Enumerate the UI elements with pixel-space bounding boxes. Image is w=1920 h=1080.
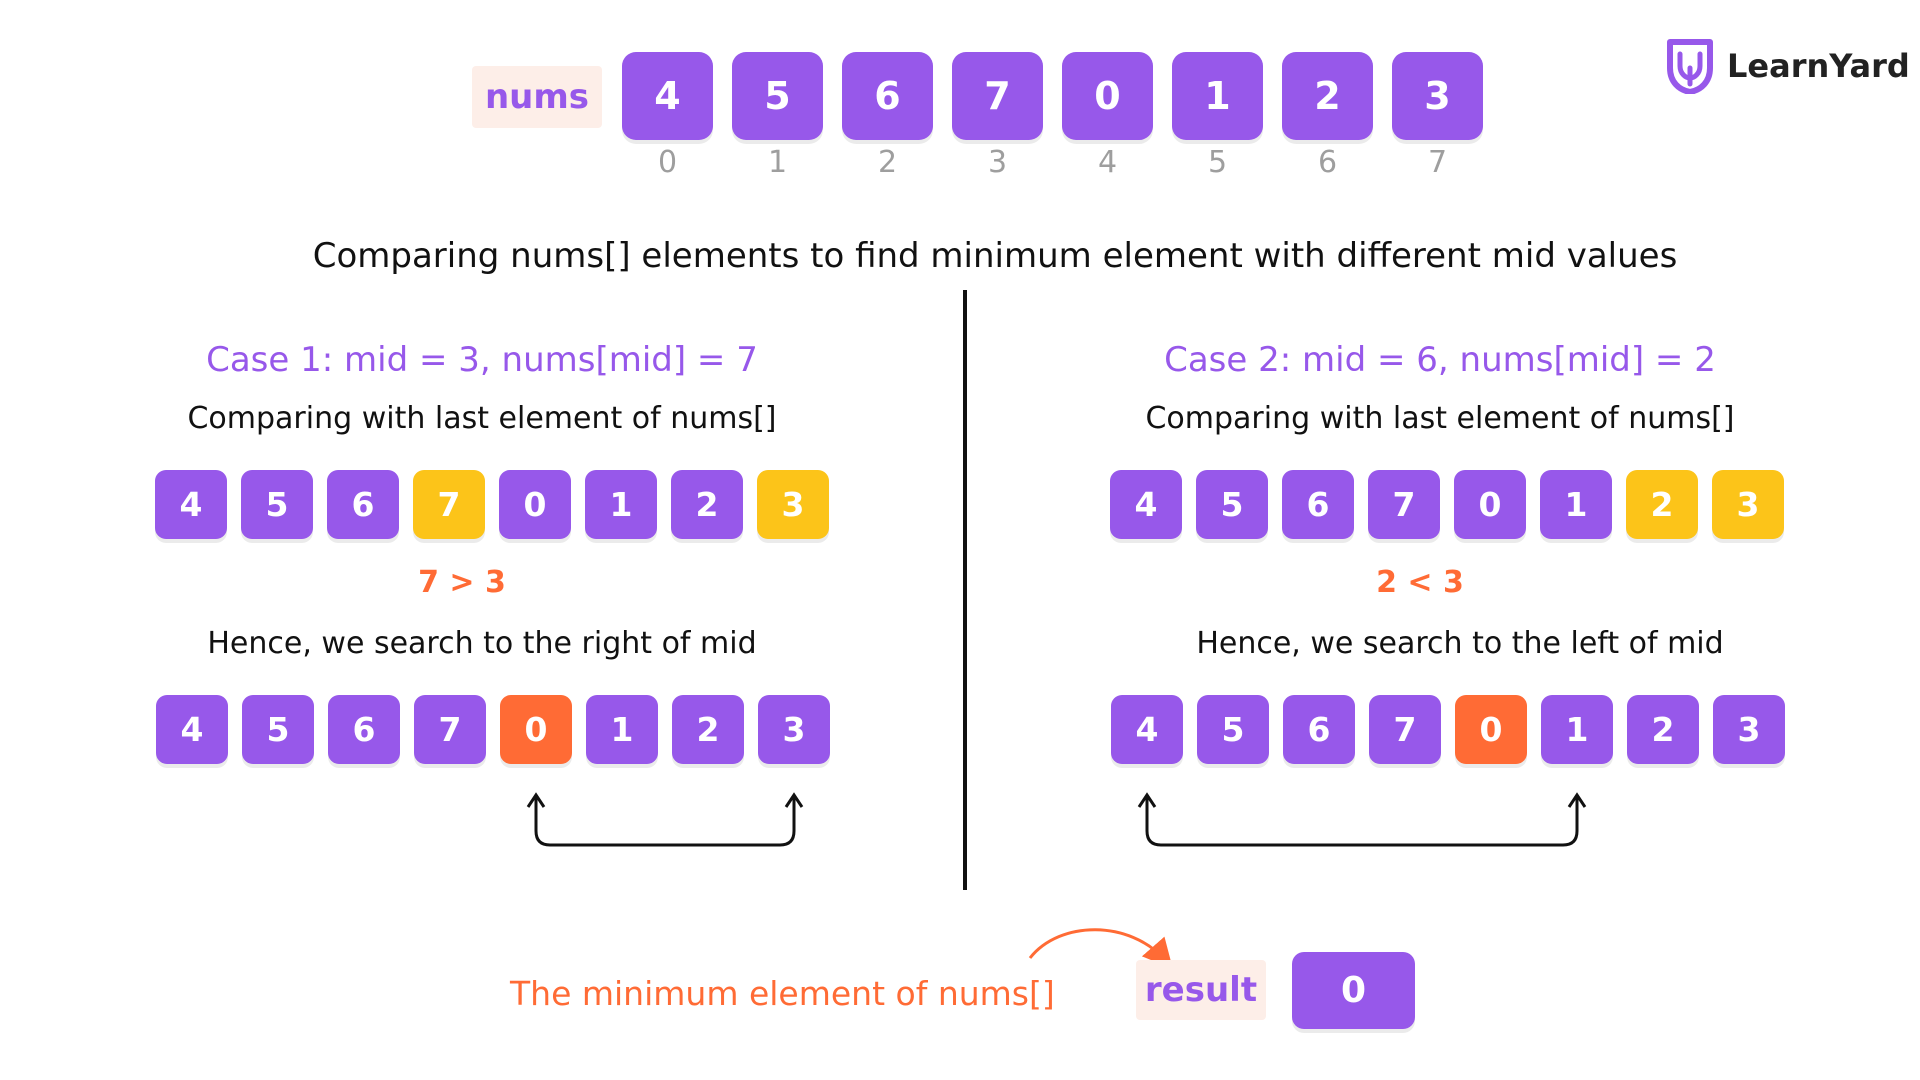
nums-cell: 3 [1392, 52, 1483, 140]
case2-search-cell: 1 [1541, 695, 1613, 764]
case2-compare-cell: 7 [1368, 470, 1440, 539]
case2-search-cell: 0 [1455, 695, 1527, 764]
brand-logo: LearnYard [1665, 38, 1910, 94]
case1-conclusion: Hence, we search to the right of mid [207, 626, 757, 661]
case1-subtitle: Comparing with last element of nums[] [187, 401, 777, 436]
vertical-divider [963, 290, 967, 890]
nums-cell: 4 [622, 52, 713, 140]
case2-search-cell: 2 [1627, 695, 1699, 764]
result-value-cell: 0 [1292, 952, 1415, 1029]
case1-search-cell: 7 [414, 695, 486, 764]
case1-compare-cell: 7 [413, 470, 485, 539]
case1-search-cell: 2 [672, 695, 744, 764]
case2-search-cell: 7 [1369, 695, 1441, 764]
case2-search-cell: 4 [1111, 695, 1183, 764]
case1-compare-cell: 1 [585, 470, 657, 539]
case2-range-bracket [1137, 792, 1587, 847]
case2-subtitle: Comparing with last element of nums[] [1145, 401, 1735, 436]
case1-compare-cell: 0 [499, 470, 571, 539]
case1-compare-cell: 6 [327, 470, 399, 539]
case1-comparison: 7 > 3 [418, 565, 506, 600]
case2-compare-cell: 3 [1712, 470, 1784, 539]
nums-cell: 5 [732, 52, 823, 140]
array-label: nums [472, 66, 602, 128]
case1-compare-cell: 5 [241, 470, 313, 539]
nums-cell: 0 [1062, 52, 1153, 140]
learnyard-logo-icon [1667, 39, 1713, 94]
nums-cell: 2 [1282, 52, 1373, 140]
index-label: 0 [657, 145, 678, 180]
case2-conclusion: Hence, we search to the left of mid [1196, 626, 1724, 661]
index-label: 1 [767, 145, 788, 180]
case2-compare-cell: 2 [1626, 470, 1698, 539]
case1-search-cell: 3 [758, 695, 830, 764]
case1-compare-cell: 2 [671, 470, 743, 539]
case1-compare-cell: 4 [155, 470, 227, 539]
result-curved-arrow [1028, 928, 1173, 970]
case2-search-cell: 3 [1713, 695, 1785, 764]
result-caption: The minimum element of nums[] [510, 974, 1055, 1013]
case1-search-cell: 4 [156, 695, 228, 764]
case1-search-cell: 5 [242, 695, 314, 764]
brand-name: LearnYard [1727, 47, 1910, 85]
case2-comparison: 2 < 3 [1376, 565, 1464, 600]
index-label: 6 [1317, 145, 1338, 180]
index-label: 4 [1097, 145, 1118, 180]
nums-cell: 1 [1172, 52, 1263, 140]
page-heading: Comparing nums[] elements to find minimu… [312, 236, 1678, 276]
case2-compare-cell: 6 [1282, 470, 1354, 539]
case2-compare-cell: 5 [1196, 470, 1268, 539]
case1-search-cell: 6 [328, 695, 400, 764]
case2-search-cell: 5 [1197, 695, 1269, 764]
nums-cell: 6 [842, 52, 933, 140]
case2-compare-cell: 4 [1110, 470, 1182, 539]
case1-search-cell: 0 [500, 695, 572, 764]
case2-compare-cell: 1 [1540, 470, 1612, 539]
case1-title: Case 1: mid = 3, nums[mid] = 7 [206, 340, 758, 380]
case1-search-cell: 1 [586, 695, 658, 764]
index-label: 2 [877, 145, 898, 180]
index-label: 3 [987, 145, 1008, 180]
index-label: 7 [1427, 145, 1448, 180]
case1-compare-cell: 3 [757, 470, 829, 539]
index-label: 5 [1207, 145, 1228, 180]
case2-compare-cell: 0 [1454, 470, 1526, 539]
nums-cell: 7 [952, 52, 1043, 140]
case2-title: Case 2: mid = 6, nums[mid] = 2 [1164, 340, 1716, 380]
case2-search-cell: 6 [1283, 695, 1355, 764]
case1-range-bracket [526, 792, 804, 847]
result-label: result [1136, 960, 1266, 1020]
